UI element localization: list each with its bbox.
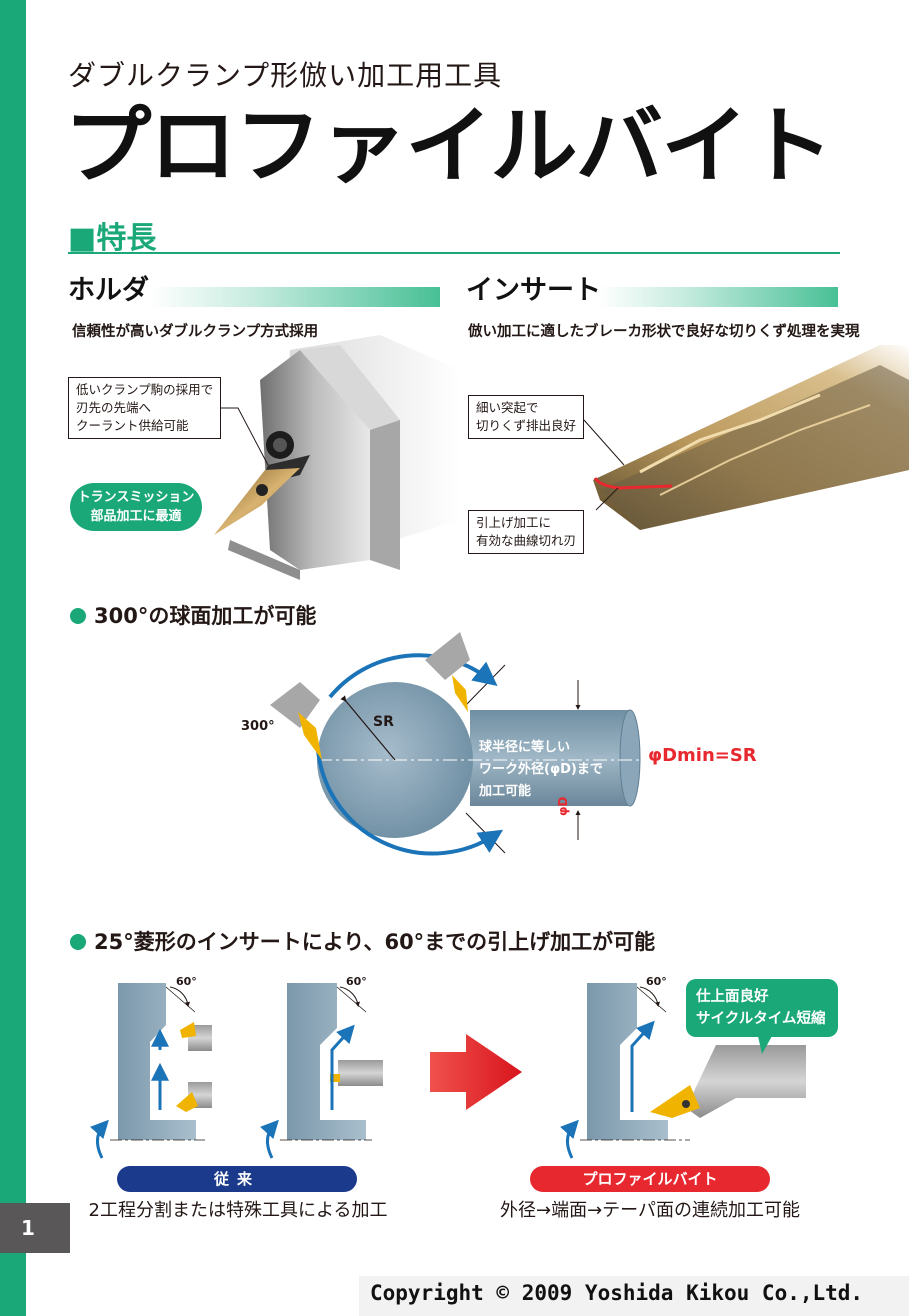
insert-callout-top-line-1: 細い突起で	[476, 400, 539, 415]
sphere-note-line-3: 加工可能	[479, 784, 532, 799]
insert-title-bar	[598, 287, 838, 307]
page-number: 1	[21, 1216, 35, 1240]
insert-callout-bottom-line-2: 有効な曲線切れ刃	[476, 533, 577, 548]
holder-illustration	[214, 335, 460, 580]
section-rule	[68, 252, 840, 254]
side-accent-bar	[0, 0, 26, 1316]
profile-diagram	[560, 983, 806, 1159]
diameter-label: φD	[556, 796, 570, 816]
holder-callout: 低いクランプ駒の採用で 刃先の先端へ クーラント供給可能	[68, 377, 222, 439]
conventional-label: 従来	[117, 1166, 357, 1192]
insert-callout-top-leader	[583, 419, 625, 466]
conventional-diagram-2	[260, 983, 383, 1159]
insert-callout-top: 細い突起で 切りくず排出良好	[468, 395, 585, 439]
benefit-note: 仕上面良好 サイクルタイム短縮	[686, 979, 838, 1037]
bullet-dot-icon	[70, 934, 86, 950]
bullet-dot-icon	[70, 608, 86, 624]
benefit-line-2: サイクルタイム短縮	[696, 1011, 826, 1027]
insert-illustration	[593, 345, 909, 530]
angle-300-label: 300°	[241, 719, 275, 734]
angle-60-label-1: 60°	[176, 975, 197, 988]
insert-description: 倣い加工に適したブレーカ形状で良好な切りくず処理を実現	[468, 324, 860, 340]
conventional-caption: 2工程分割または特殊工具による加工	[88, 1200, 388, 1221]
holder-callout-line-3: クーラント供給可能	[76, 418, 189, 433]
holder-badge-line-2: 部品加工に最適	[90, 509, 182, 524]
page-title: プロファイルバイト	[64, 97, 834, 195]
sphere-note: 球半径に等しい ワーク外径(φD)まで 加工可能	[479, 737, 603, 803]
insert-callout-bottom: 引上げ加工に 有効な曲線切れ刃	[468, 510, 585, 554]
holder-callout-line-2: 刃先の先端へ	[76, 400, 152, 415]
sphere-radius-label: SR	[373, 714, 394, 730]
sphere-note-line-2: ワーク外径(φD)まで	[479, 762, 603, 777]
conventional-diagram-1	[90, 983, 212, 1159]
transition-arrow	[430, 1034, 522, 1110]
benefit-line-1: 仕上面良好	[696, 989, 769, 1005]
angle-60-label-3: 60°	[646, 975, 667, 988]
feature2-heading: 25°菱形のインサートにより、60°までの引上げ加工が可能	[70, 926, 655, 956]
holder-title: ホルダ	[68, 275, 149, 306]
feature2-heading-text: 25°菱形のインサートにより、60°までの引上げ加工が可能	[94, 930, 656, 954]
page-number-box	[0, 1203, 70, 1253]
sphere-diagram	[270, 632, 641, 856]
holder-title-bar	[150, 287, 440, 307]
section-heading: ■特長	[68, 221, 157, 256]
profile-label: プロファイルバイト	[530, 1166, 770, 1192]
copyright-notice: Copyright © 2009 Yoshida Kikou Co.,Ltd.	[370, 1281, 864, 1305]
angle-60-label-2: 60°	[346, 975, 367, 988]
feature1-heading: 300°の球面加工が可能	[70, 600, 316, 630]
insert-callout-bottom-leader	[595, 487, 619, 511]
sphere-note-line-1: 球半径に等しい	[479, 740, 571, 755]
profile-caption: 外径→端面→テーパ面の連続加工可能	[500, 1200, 800, 1221]
feature1-heading-text: 300°の球面加工が可能	[94, 604, 317, 628]
copyright-band	[359, 1276, 909, 1316]
holder-badge-line-1: トランスミッション	[77, 490, 195, 505]
insert-callout-top-line-2: 切りくず排出良好	[476, 418, 577, 433]
holder-application-badge: トランスミッション 部品加工に最適	[70, 483, 202, 531]
holder-description: 信頼性が高いダブルクランプ方式採用	[72, 324, 319, 340]
insert-callout-bottom-line-1: 引上げ加工に	[476, 515, 552, 530]
holder-callout-line-1: 低いクランプ駒の採用で	[76, 382, 214, 397]
insert-title: インサート	[466, 275, 601, 306]
page-subtitle: ダブルクランプ形倣い加工用工具	[68, 59, 503, 92]
min-diameter-formula: φDmin=SR	[648, 745, 757, 766]
